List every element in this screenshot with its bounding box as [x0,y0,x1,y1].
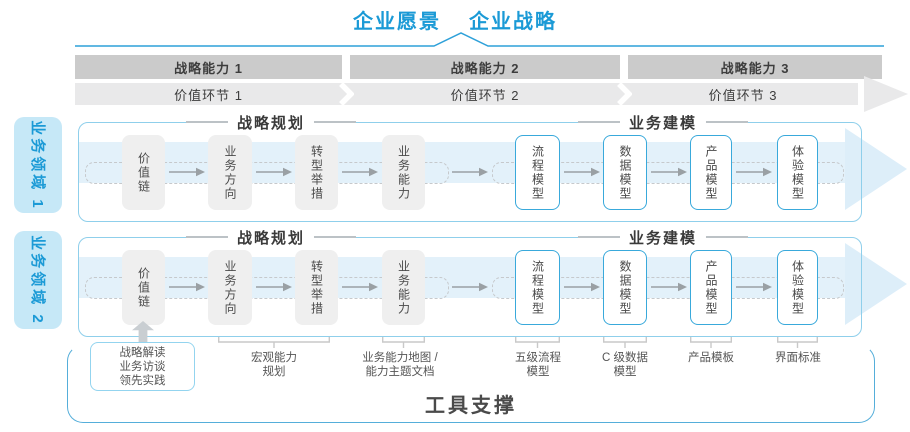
vision-title: 企业愿景 [353,11,441,33]
flow-arrow-icon [256,167,292,177]
bracket-connector-icon [515,337,560,348]
box-transformation-initiatives: 转型举措 [295,250,338,325]
annotation-data-model: C 级数据 模型 [602,352,648,378]
flow-arrow-icon [651,167,687,177]
tool-support-container: 工具支撑 [67,345,875,423]
annotation-line: 领先实践 [119,374,166,387]
flow-row-domain-1: 战略规划 业务建模 价值链 业务方向 转型举措 业务能力 流程模型 数据模型 产… [0,111,910,222]
page-title: 企业愿景 企业战略 [0,5,910,34]
header-dash [706,236,749,238]
flow-arrow-icon [736,167,772,177]
flow-arrow-icon [651,282,687,292]
bracket-connector-icon [218,337,330,348]
modeling-header-text: 业务建模 [619,226,707,248]
bracket-connector-icon [777,337,818,348]
practice-annotation-box: 战略解读 业务访谈 领先实践 [90,342,195,391]
header-dash [314,121,357,123]
box-business-direction: 业务方向 [208,135,252,210]
bracket-connector-icon [382,337,425,348]
annotation-product-template: 产品模板 [688,352,734,364]
value-link-band: 价值环节 1 价值环节 2 价值环节 3 [75,83,858,105]
box-value-chain: 价值链 [122,135,165,210]
box-process-model: 流程模型 [515,250,560,325]
annotation-process-model: 五级流程 模型 [515,352,561,378]
tool-support-label: 工具支撑 [425,395,517,417]
annotation-line: 战略解读 [119,346,166,359]
box-business-direction: 业务方向 [208,250,252,325]
flow-arrow-icon [256,282,292,292]
capability-band-3: 战略能力 3 [628,55,882,79]
flow-arrow-icon [342,282,378,292]
annotation-capability-map: 业务能力地图 / 能力主题文档 [362,352,438,378]
business-domain-1-label: 业务领域 1 [14,117,62,213]
vision-connector-line [75,32,884,47]
annotation-line: 业务访谈 [119,360,166,373]
flow-arrow-icon [342,167,378,177]
flow-arrow-icon [736,282,772,292]
dashed-pipeline [492,162,844,184]
modeling-header-text: 业务建模 [619,111,707,133]
capability-band-1: 战略能力 1 [75,55,342,79]
flow-arrow-icon [452,282,488,292]
flow-arrow-icon [169,167,205,177]
header-dash [706,121,749,123]
box-data-model: 数据模型 [603,250,647,325]
box-product-model: 产品模型 [690,135,732,210]
annotation-ui-standard: 界面标准 [775,352,821,364]
planning-header-text: 战略规划 [227,111,315,133]
chevron-separator-icon [339,83,354,105]
box-process-model: 流程模型 [515,135,560,210]
planning-header: 战略规划 [185,111,357,133]
planning-header: 战略规划 [185,226,357,248]
value-link-2: 价值环节 2 [450,87,520,103]
flow-panel [78,122,862,222]
annotation-macro-capability: 宏观能力 规划 [251,352,297,378]
header-dash [314,236,357,238]
box-transformation-initiatives: 转型举措 [295,135,338,210]
box-business-capability: 业务能力 [382,250,425,325]
flow-row-domain-2: 战略规划 业务建模 价值链 业务方向 转型举措 业务能力 流程模型 数据模型 产… [0,226,910,337]
box-business-capability: 业务能力 [382,135,425,210]
box-value-chain: 价值链 [122,250,165,325]
header-dash [577,121,620,123]
bracket-connector-icon [690,337,732,348]
flow-arrow-icon [169,282,205,292]
flow-arrow-icon [564,282,600,292]
modeling-header: 业务建模 [577,226,749,248]
modeling-header: 业务建模 [577,111,749,133]
business-domain-2-label: 业务领域 2 [14,231,62,329]
capability-band-2: 战略能力 2 [350,55,620,79]
box-data-model: 数据模型 [603,135,647,210]
flow-panel [78,237,862,337]
header-dash [577,236,620,238]
box-experience-model: 体验模型 [777,135,818,210]
header-dash [185,121,228,123]
flow-arrow-icon [564,167,600,177]
chevron-separator-icon [617,83,632,105]
value-link-1: 价值环节 1 [174,87,243,103]
dashed-pipeline [85,162,449,184]
dashed-pipeline [492,277,844,299]
planning-header-text: 战略规划 [227,226,315,248]
header-dash [185,236,228,238]
value-band-arrow-tip-icon [864,76,908,112]
strategy-title: 企业战略 [469,11,557,33]
value-link-3: 价值环节 3 [708,87,778,103]
dashed-pipeline [85,277,449,299]
box-product-model: 产品模型 [690,250,732,325]
box-experience-model: 体验模型 [777,250,818,325]
bracket-connector-icon [603,337,647,348]
flow-arrow-icon [452,167,488,177]
